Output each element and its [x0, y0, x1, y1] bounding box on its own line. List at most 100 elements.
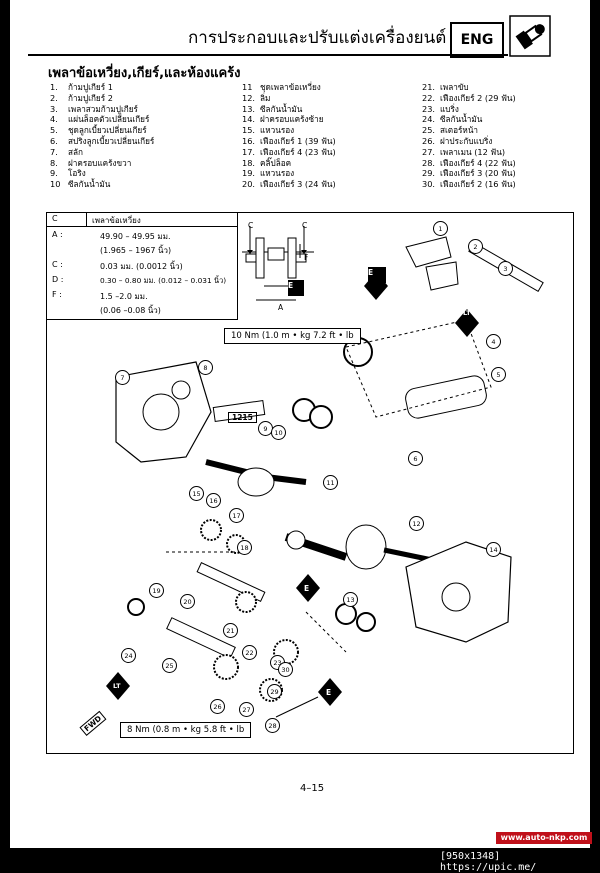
- parts-list-item: 4.แผ่นล็อคตัวเปลี่ยนเกียร์: [50, 114, 154, 125]
- part-number: 21.: [422, 82, 436, 92]
- part-number: 23.: [422, 103, 436, 114]
- part-name: เพลาเมน (12 ฟัน): [440, 146, 506, 157]
- part-number: 1.: [50, 82, 58, 92]
- part-number: 14.: [242, 114, 256, 125]
- spec-header: C เพลาข้อเหวี่ยง: [46, 212, 237, 227]
- part-callout: 29: [267, 684, 282, 699]
- part-number: 26.: [422, 135, 436, 146]
- part-name: เฟืองเกียร์ 1 (39 ฟัน): [260, 135, 336, 146]
- part-callout: 30: [278, 662, 293, 677]
- section-badge: ENG: [450, 22, 504, 58]
- part-number: 19.: [242, 168, 256, 179]
- crankshaft-measurement-sketch: [242, 226, 314, 301]
- part-number: 20.: [242, 179, 256, 190]
- part-number: 13.: [242, 103, 256, 114]
- page-title: การประกอบและปรับแต่งเครื่องยนต์: [188, 28, 447, 48]
- parts-list-item: 23.แบริ่ง: [422, 104, 516, 115]
- part-name: ชุดเพลาข้อเหวี่ยง: [260, 82, 321, 92]
- parts-list-item: 8.ฝาครอบแคร้งขวา: [50, 158, 154, 169]
- part-callout: 5: [491, 367, 506, 382]
- part-name: สปริงลูกเบี้ยวเปลี่ยนเกียร์: [68, 135, 155, 146]
- parts-list-item: 17.เฟืองเกียร์ 4 (23 ฟัน): [242, 147, 336, 158]
- marker-e-2: E: [368, 268, 374, 277]
- part-callout: 22: [242, 645, 257, 660]
- parts-list-item: 3.เพลาสวมก้ามปูเกียร์: [50, 104, 154, 115]
- part-number: 12.: [242, 92, 256, 103]
- marker-e-1: E: [288, 281, 294, 290]
- exploded-diagram-frame: [46, 212, 574, 754]
- header-rule: [28, 54, 508, 56]
- part-name: เฟืองเกียร์ 2 (16 ฟัน): [440, 179, 516, 190]
- part-name: ซีลกันน้ำมัน: [440, 114, 483, 125]
- parts-list-column-3: 21. เพลาขับ 22. เฟืองเกียร์ 2 (29 ฟัน)23.แบ…: [422, 82, 516, 190]
- part-name: เฟืองเกียร์ 3 (20 ฟัน): [440, 168, 516, 179]
- part-name: เฟืองเกียร์ 2 (29 ฟัน): [440, 92, 516, 103]
- parts-list-item: 25.สเตอร์หน้า: [422, 125, 516, 136]
- part-number: 9.: [50, 168, 58, 179]
- part-callout: 7: [115, 370, 130, 385]
- part-callout: 6: [408, 451, 423, 466]
- dim-label-f: F: [304, 253, 309, 262]
- dim-label-c-right: C: [302, 221, 308, 230]
- sealant-code: 1215: [228, 412, 257, 423]
- part-name: แหวนรอง: [260, 125, 295, 136]
- spec-value-a: 49.90 – 49.95 มม.: [100, 232, 171, 241]
- part-callout: 16: [206, 493, 221, 508]
- parts-list-item: 27.เพลาเมน (12 ฟัน): [422, 147, 516, 158]
- parts-list-item: 5.ชุดลูกเบี้ยวเปลี่ยนเกียร์: [50, 125, 154, 136]
- spec-key-c: C :: [52, 260, 63, 269]
- dim-label-a: A: [278, 303, 284, 312]
- marker-e-4: E: [326, 688, 332, 697]
- part-number: 16.: [242, 135, 256, 146]
- part-number: 29.: [422, 168, 436, 179]
- marker-e-3: E: [304, 584, 310, 593]
- spec-key-d: D :: [52, 275, 64, 284]
- part-callout: 13: [343, 592, 358, 607]
- image-host-watermark: [950x1348] https://upic.me/: [440, 851, 537, 873]
- parts-list-item: 20. เฟืองเกียร์ 3 (24 ฟัน): [242, 179, 336, 190]
- part-name: ฝาครอบแคร้งซ้าย: [260, 114, 324, 125]
- spec-value-f: 1.5 –2.0 มม.: [100, 292, 148, 301]
- part-name: เพลาสวมก้ามปูเกียร์: [68, 103, 138, 114]
- parts-list-item: 15.แหวนรอง: [242, 125, 336, 136]
- marker-lt-1: LT: [463, 309, 471, 317]
- part-number: 25.: [422, 125, 436, 136]
- part-callout: 15: [189, 486, 204, 501]
- spec-value-d: 0.30 – 0.80 มม. (0.012 – 0.031 นิ้ว): [100, 276, 227, 285]
- part-name: เฟืองเกียร์ 4 (23 ฟัน): [260, 146, 336, 157]
- parts-list-item: 1.ก้ามปูเกียร์ 1: [50, 82, 154, 93]
- parts-list-item: 13. ซีลกันน้ำมัน: [242, 104, 336, 115]
- crankshaft-spec-table: C เพลาข้อเหวี่ยง A : 49.90 – 49.95 มม. (…: [46, 212, 238, 320]
- website-banner[interactable]: www.auto-nkp.com: [496, 832, 592, 844]
- part-callout: 28: [265, 718, 280, 733]
- part-name: ฝาครอบแคร้งขวา: [68, 157, 132, 168]
- part-number: 22.: [422, 92, 436, 103]
- parts-list-item: 19.แหวนรอง: [242, 168, 336, 179]
- part-number: 4.: [50, 114, 58, 125]
- part-callout: 25: [162, 658, 177, 673]
- part-name: เพลาขับ: [440, 82, 469, 92]
- part-name: เฟืองเกียร์ 3 (24 ฟัน): [260, 179, 336, 190]
- parts-list-item: 14. ฝาครอบแคร้งซ้าย: [242, 114, 336, 125]
- spec-value-f-inch: (0.06 –0.08 นิ้ว): [100, 306, 161, 315]
- parts-list-item: 9.โอริง: [50, 168, 154, 179]
- marker-lt-2: LT: [113, 682, 121, 690]
- part-callout: 8: [198, 360, 213, 375]
- part-callout: 17: [229, 508, 244, 523]
- part-name: ก้ามปูเกียร์ 2: [68, 92, 113, 103]
- spec-key-a: A :: [52, 230, 63, 239]
- part-callout: 12: [409, 516, 424, 531]
- parts-list-item: 12.ลิ่ม: [242, 93, 336, 104]
- torque-spec-bottom: 8 Nm (0.8 m • kg 5.8 ft • lb: [120, 722, 252, 738]
- spec-header-c: C: [52, 214, 58, 223]
- part-number: 24.: [422, 114, 436, 125]
- part-number: 28.: [422, 157, 436, 168]
- part-name: ซีลกันน้ำมัน: [68, 179, 111, 190]
- parts-list-item: 21. เพลาขับ: [422, 82, 516, 93]
- part-name: ซีลกันน้ำมัน: [260, 103, 303, 114]
- part-number: 18.: [242, 157, 256, 168]
- part-name: เฟืองเกียร์ 4 (22 ฟัน): [440, 157, 516, 168]
